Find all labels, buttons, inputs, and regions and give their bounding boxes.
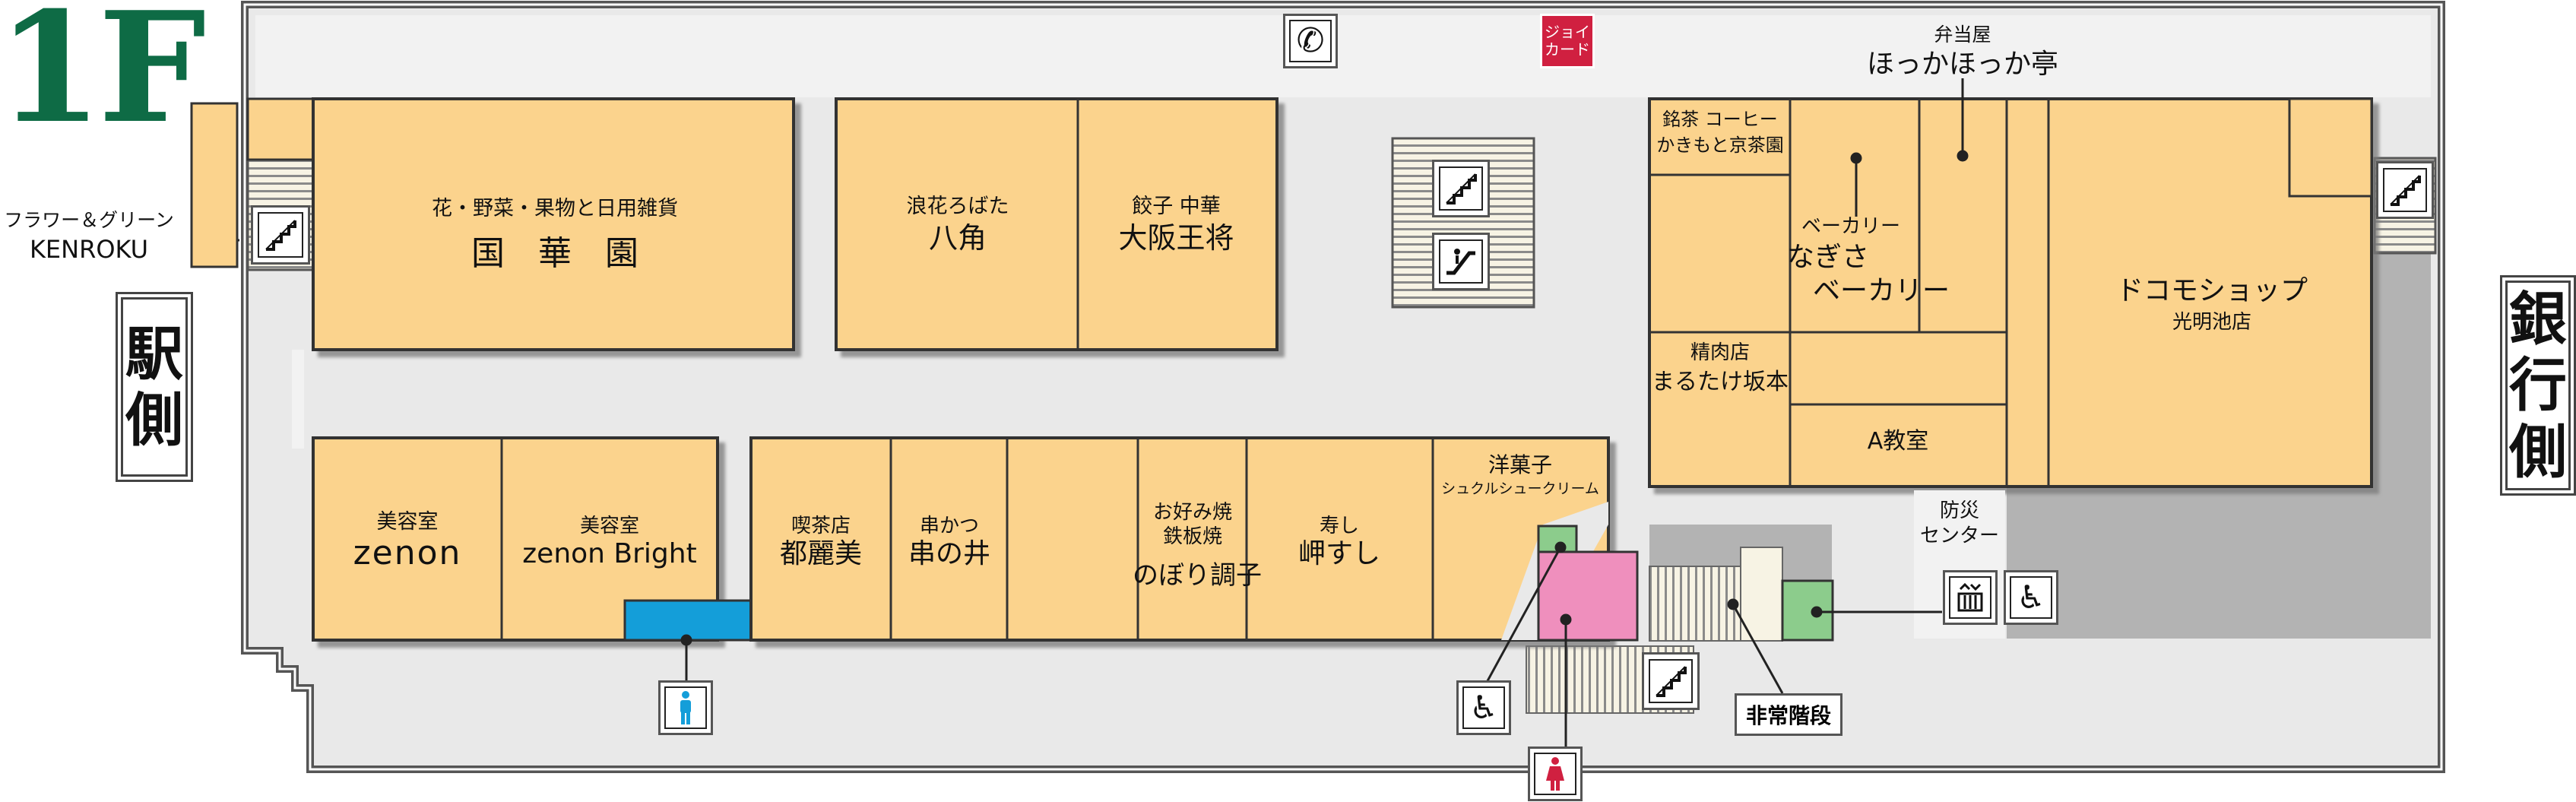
shop-marutake-category: 精肉店	[1690, 341, 1750, 364]
stairs-icon	[251, 205, 310, 265]
shop-hakkaku-name: 八角	[928, 221, 987, 255]
shop-a-kyoshitsu-name: A教室	[1867, 428, 1929, 455]
wheelchair-icon: ♿	[2004, 570, 2058, 625]
shop-kakimoto-name: かきもと京茶園	[1656, 135, 1784, 156]
shop-kokkaen-category: 花・野菜・果物と日用雑貨	[432, 197, 678, 220]
shop-zenon-bright-name: zenon Bright	[522, 538, 697, 569]
joy-card-sign: ジョイ カード	[1540, 14, 1595, 68]
shop-torami-name: 都麗美	[779, 538, 862, 569]
bosai-center-label: 防災 センター	[1919, 499, 1999, 547]
station-side-label: 駅 側	[116, 292, 193, 482]
stairs-icon	[2376, 161, 2434, 219]
womens-toilet-icon	[1528, 747, 1583, 801]
station-side-char-1: 駅	[125, 319, 183, 388]
shop-torami-category: 喫茶店	[791, 515, 851, 537]
upper-open-area	[255, 15, 2431, 97]
shop-nagisa-name-2: ベーカリー	[1812, 275, 1950, 306]
shop-kushinoi-category: 串かつ	[919, 515, 979, 537]
external-shop-name: KENROKU	[29, 235, 149, 264]
elevator-icon	[1943, 570, 1998, 625]
shop-ohsho-name: 大阪王将	[1118, 221, 1234, 255]
accessible-toilet-2	[1781, 579, 1834, 642]
shop-nobori-name: のぼり調子	[1133, 560, 1262, 591]
emergency-stairs-label: 非常階段	[1735, 693, 1842, 736]
shop-kakimoto-category: 銘茶 コーヒー	[1662, 109, 1778, 130]
shop-marutake-name: まるたけ坂本	[1652, 369, 1789, 395]
shop-docomo-name: ドコモショップ	[2115, 275, 2308, 306]
stairs-icon	[1642, 652, 1700, 710]
telephone-icon: ✆	[1283, 14, 1338, 68]
shop-hakkaku-category: 浪花ろばた	[906, 195, 1009, 218]
shop-zenon-name: zenon	[353, 534, 462, 572]
station-side-char-2: 側	[125, 386, 183, 454]
womens-toilet-area	[1537, 550, 1639, 642]
external-shop-category: フラワー＆グリーン	[4, 209, 174, 231]
joy-card-text: ジョイ カード	[1545, 23, 1590, 59]
mens-toilet-icon	[658, 680, 713, 735]
shop-block-hakkaku-ohsho	[835, 97, 1278, 351]
shop-chouchou-name: シュクルシュークリーム	[1441, 480, 1599, 497]
shop-hokka-name: ほっかほっか亭	[1866, 49, 2058, 80]
shop-hokka-category: 弁当屋	[1934, 24, 1991, 46]
shop-block-bottom-middle	[749, 436, 1610, 642]
shop-misaki-name: 岬すし	[1298, 538, 1380, 569]
external-shop-kenroku	[190, 102, 239, 268]
shop-zenon-category: 美容室	[376, 510, 439, 534]
bank-side-char-1: 銀	[2509, 284, 2567, 353]
shop-misaki-category: 寿し	[1319, 515, 1359, 537]
emergency-stairs-area	[1649, 566, 1741, 642]
shop-zenon-bright-category: 美容室	[579, 515, 639, 537]
bank-side-char-2: 行	[2509, 351, 2567, 420]
stairs-icon	[1432, 160, 1490, 217]
shop-nobori-category-1: お好み焼	[1152, 501, 1232, 524]
shop-chouchou-category: 洋菓子	[1488, 452, 1552, 477]
shop-nobori-category-2: 鉄板焼	[1162, 525, 1222, 548]
shop-nagisa-name-1: なぎさ	[1786, 242, 1869, 273]
shop-block-top-right	[1648, 97, 2373, 488]
shop-kokkaen-name: 国 華 園	[471, 234, 638, 273]
shop-kokkaen	[312, 97, 795, 351]
emergency-stairs-text: 非常階段	[1745, 703, 1831, 728]
bank-side-char-3: 側	[2509, 417, 2567, 486]
floor-label: 1F	[0, 0, 206, 157]
shop-docomo-branch: 光明池店	[2172, 311, 2251, 334]
escalator-icon	[1432, 233, 1490, 290]
shop-ohsho-category: 餃子 中華	[1132, 195, 1221, 218]
shop-kushinoi-name: 串の井	[908, 538, 990, 569]
wheelchair-icon: ♿	[1456, 680, 1511, 735]
bank-side-label: 銀 行 側	[2500, 275, 2576, 496]
shop-nagisa-category: ベーカリー	[1801, 215, 1900, 238]
